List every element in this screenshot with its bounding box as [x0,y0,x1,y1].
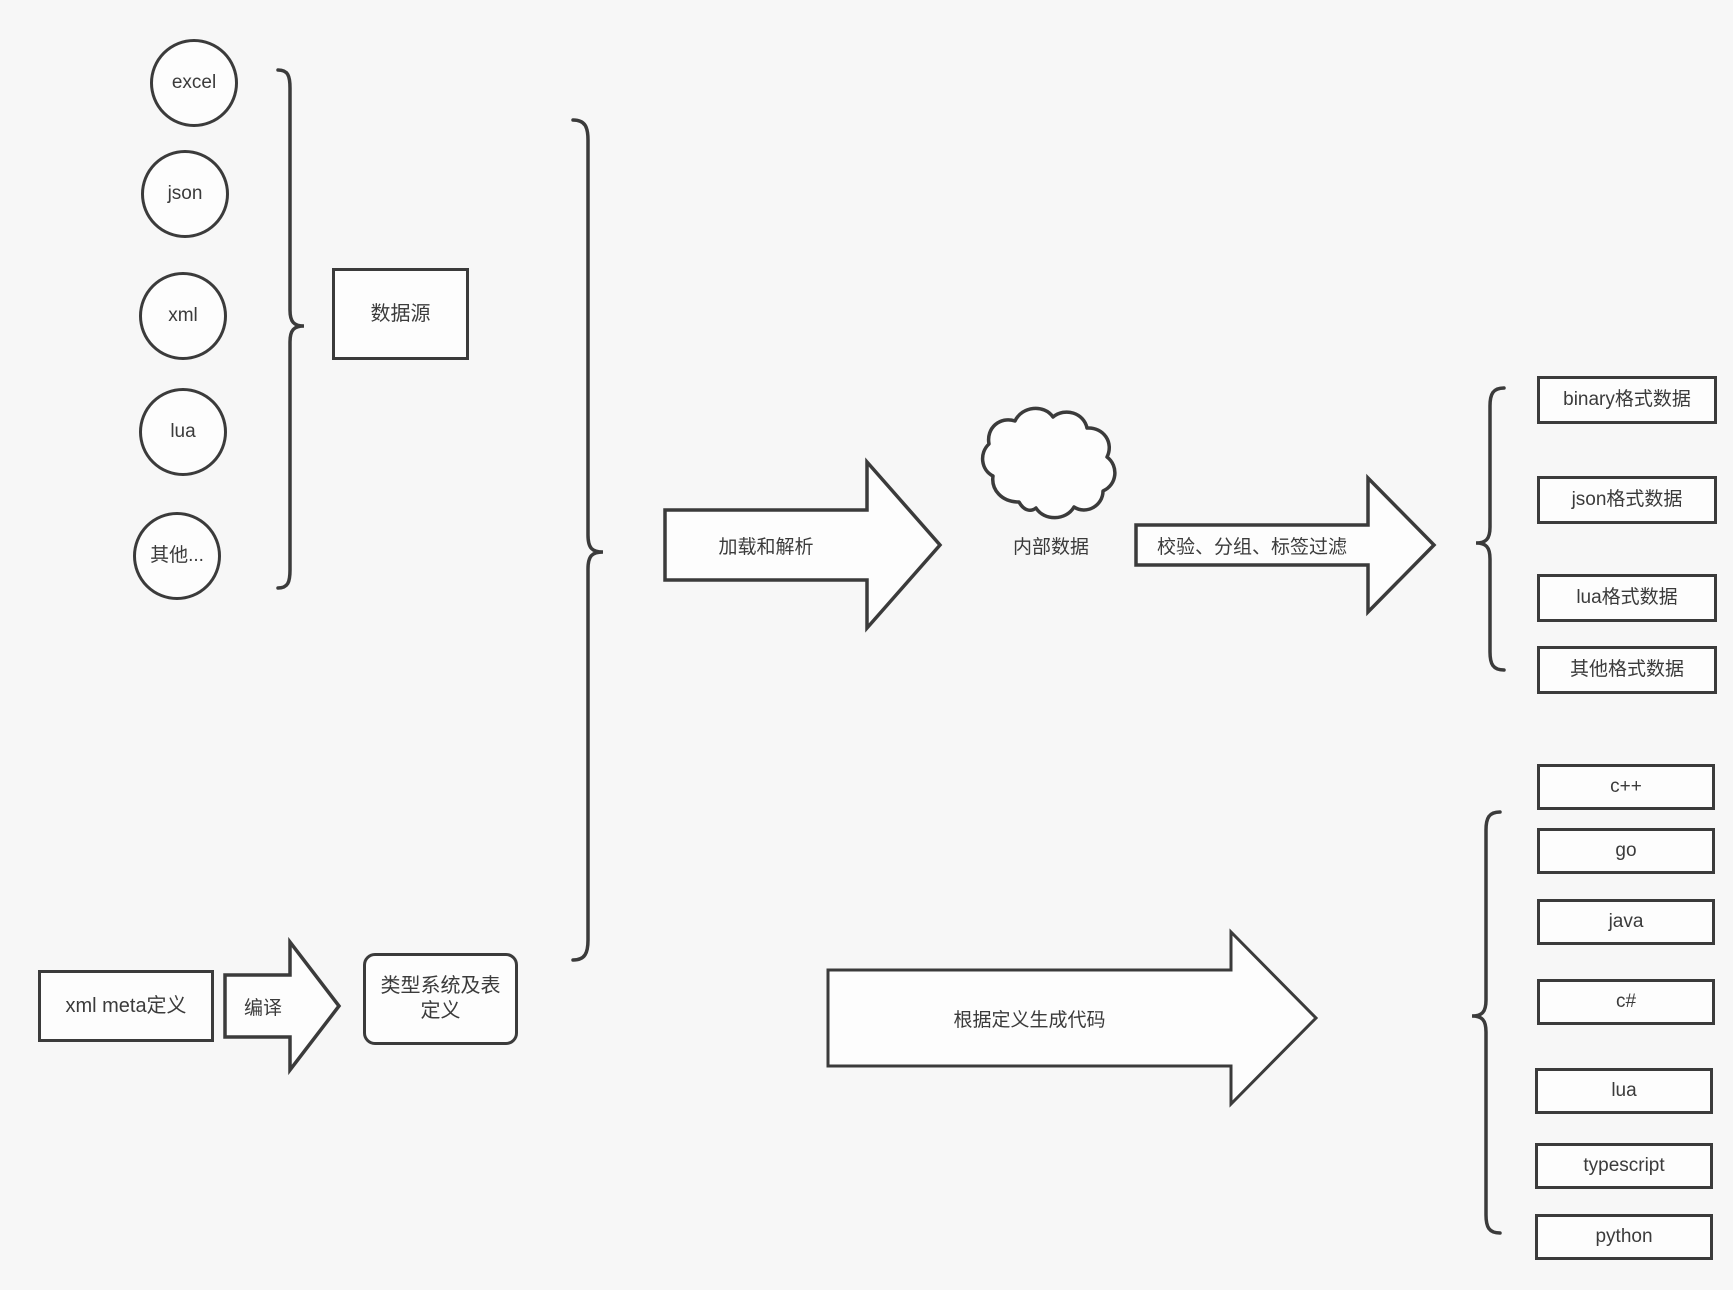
compile-arrow [223,936,342,1076]
data-source-box[interactable]: 数据源 [332,268,469,360]
code-output-box-csharp[interactable]: c# [1537,979,1715,1025]
load-parse-arrow [663,457,943,633]
code-output-label: go [1615,840,1637,862]
sources-brace [276,68,305,590]
codegen-arrow [826,928,1319,1108]
code-output-label: python [1595,1226,1653,1248]
data-output-box-other[interactable]: 其他格式数据 [1537,646,1717,694]
data-output-label: lua格式数据 [1576,587,1678,609]
source-circle-label: 其他... [150,545,204,567]
source-circle-other[interactable]: 其他... [133,512,221,600]
internal-data-cloud [980,406,1117,520]
code-output-box-typescript[interactable]: typescript [1535,1143,1713,1189]
data-output-label: 其他格式数据 [1569,659,1684,681]
source-circle-label: lua [170,421,196,443]
validate-filter-arrow-label: 校验、分组、标签过滤 [1156,536,1347,558]
source-circle-label: json [167,183,203,205]
data-output-label: json格式数据 [1571,489,1683,511]
inputs-brace [571,118,604,962]
code-output-label: c++ [1610,776,1642,798]
code-output-box-lua[interactable]: lua [1535,1068,1713,1114]
code-output-box-go[interactable]: go [1537,828,1715,874]
code-output-box-cpp[interactable]: c++ [1537,764,1715,810]
data-output-box-lua[interactable]: lua格式数据 [1537,574,1717,622]
code-output-label: lua [1611,1080,1637,1102]
data-output-label: binary格式数据 [1563,389,1691,411]
xml-meta-box[interactable]: xml meta定义 [38,970,214,1042]
source-circle-label: xml [168,305,198,327]
code-output-label: typescript [1583,1155,1665,1177]
code-outputs-brace [1471,810,1502,1235]
code-output-label: java [1608,911,1644,933]
data-source-box-label: 数据源 [370,302,431,325]
type-system-box-label: 类型系统及表定义 [380,975,501,1022]
code-output-box-python[interactable]: python [1535,1214,1713,1260]
validate-filter-arrow [1134,473,1437,617]
compile-arrow-label: 编译 [243,997,282,1019]
code-output-label: c# [1615,991,1637,1013]
internal-data-cloud-label: 内部数据 [1012,536,1089,558]
source-circle-xml[interactable]: xml [139,272,227,360]
load-parse-arrow-label: 加载和解析 [718,536,814,558]
type-system-box[interactable]: 类型系统及表定义 [363,953,518,1045]
data-outputs-brace [1475,386,1506,672]
data-output-box-json[interactable]: json格式数据 [1537,476,1717,524]
xml-meta-box-label: xml meta定义 [65,994,187,1017]
source-circle-lua[interactable]: lua [139,388,227,476]
source-circle-excel[interactable]: excel [150,39,238,127]
source-circle-json[interactable]: json [141,150,229,238]
codegen-arrow-label: 根据定义生成代码 [953,1009,1106,1031]
code-output-box-java[interactable]: java [1537,899,1715,945]
data-output-box-binary[interactable]: binary格式数据 [1537,376,1717,424]
source-circle-label: excel [171,72,217,94]
